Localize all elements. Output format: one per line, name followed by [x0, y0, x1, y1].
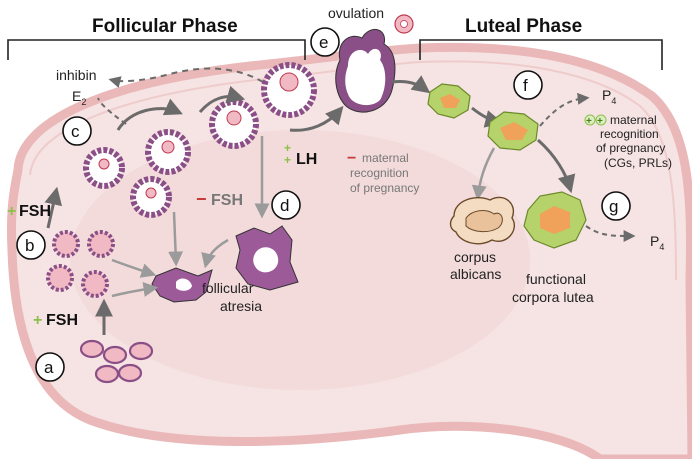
- preantral-follicles: [46, 230, 115, 298]
- functional-corpus-luteum: [523, 191, 587, 249]
- inhibin-arrow: [97, 97, 127, 125]
- mrp-pos-line4: (CGs, PRLs): [604, 156, 672, 170]
- arrow-to-corpus-luteum: [391, 75, 431, 94]
- svg-text:c: c: [71, 122, 80, 141]
- primordial-follicles: [79, 339, 154, 384]
- mrp-neg-line2: recognition: [350, 166, 409, 180]
- step-c-marker: c: [62, 116, 92, 146]
- ruptured-follicle: [335, 29, 396, 113]
- svg-text:e: e: [319, 33, 328, 52]
- arrow-b-up: [44, 186, 63, 229]
- corpus-albicans-label-2: albicans: [450, 266, 501, 282]
- corpus-luteum: [487, 111, 539, 151]
- corpus-hemorrhagicum: [427, 83, 471, 119]
- oocytes: [98, 72, 299, 199]
- lh-plus-sign-2: +: [284, 153, 291, 167]
- inhibin-label: inhibin: [56, 67, 96, 83]
- p4-bottom-label: P4: [650, 233, 664, 252]
- step-e-marker: e: [310, 27, 340, 57]
- follicular-atresia-label-1: follicular: [202, 280, 254, 296]
- mrp-pos-plus-1: +: [586, 116, 592, 127]
- mrp-pos-line3: of pregnancy: [596, 141, 665, 155]
- arrow-atresia-3: [111, 258, 157, 278]
- feedback-dashed-arrow: [108, 67, 273, 89]
- functional-cl-label-1: functional: [526, 271, 586, 287]
- fsh-a-label: FSH: [46, 312, 78, 329]
- svg-text:b: b: [25, 236, 34, 255]
- arrow-atresia-2: [168, 211, 184, 267]
- arrow-atresia-4: [111, 282, 159, 298]
- mrp-minus-sign: −: [347, 150, 356, 167]
- svg-text:g: g: [609, 197, 618, 216]
- p4-dashed-arrow-bottom: [585, 225, 636, 242]
- ovary-inner-edge: [29, 60, 677, 281]
- mrp-pos-line2: recognition: [600, 127, 659, 141]
- arrow-to-ovulation: [289, 105, 344, 132]
- corpus-albicans: [449, 196, 515, 245]
- lh-label: LH: [296, 151, 317, 168]
- corpus-albicans-label-1: corpus: [454, 249, 496, 265]
- arrow-to-albicans: [471, 147, 496, 201]
- svg-text:d: d: [280, 196, 289, 215]
- lh-plus-sign-1: +: [284, 141, 291, 155]
- p4-dashed-arrow-top: [539, 92, 590, 127]
- arrow-c-1: [116, 98, 183, 131]
- step-g-marker: g: [601, 191, 631, 221]
- mrp-plus-icons: [584, 114, 607, 126]
- medulla-shade: [70, 130, 530, 390]
- follicular-atresia-label-2: atresia: [220, 298, 262, 314]
- fsh-plus-b-sign: +: [7, 203, 16, 220]
- step-a-marker: a: [35, 352, 65, 382]
- p4-top-label: P4: [602, 87, 616, 106]
- luteal-bracket: [419, 39, 663, 70]
- mrp-pos-plus-2: +: [597, 116, 603, 127]
- ovulation-label: ovulation: [328, 5, 384, 21]
- arrow-to-functional-cl: [537, 138, 576, 194]
- follicular-bracket: [7, 39, 306, 60]
- functional-cl-label-2: corpora lutea: [512, 289, 594, 305]
- luteal-phase-title: Luteal Phase: [465, 16, 582, 37]
- follicular-phase-title: Follicular Phase: [92, 16, 238, 37]
- svg-text:f: f: [523, 76, 528, 95]
- ovulated-oocyte: [394, 14, 414, 34]
- step-f-marker: f: [513, 70, 543, 100]
- fsh-minus-sign: −: [196, 189, 207, 209]
- arrow-atresia-1: [201, 238, 229, 269]
- step-b-marker: b: [16, 230, 46, 260]
- e2-label: E2: [72, 88, 86, 107]
- step-d-marker: d: [271, 190, 301, 220]
- mrp-neg-line1: maternal: [362, 151, 409, 165]
- atretic-follicle-large: [235, 225, 299, 291]
- fsh-plus-a-sign: +: [33, 312, 42, 329]
- fsh-d-label: FSH: [211, 192, 243, 209]
- svg-text:a: a: [44, 358, 54, 377]
- fsh-b-label: FSH: [19, 203, 51, 220]
- mrp-pos-line1: maternal: [610, 113, 657, 127]
- arrow-c-2: [198, 85, 246, 113]
- mrp-neg-line3: of pregnancy: [350, 181, 419, 195]
